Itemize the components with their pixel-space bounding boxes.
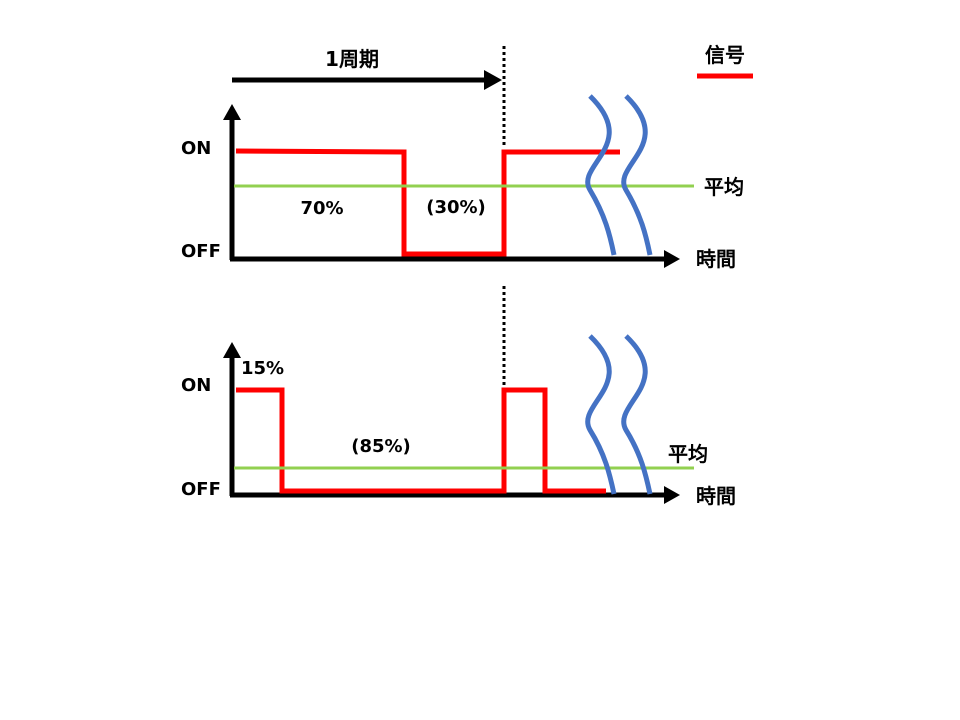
top-break-mark-right [621,94,653,256]
bottom-off-label: OFF [181,479,221,500]
top-on-percent: 70% [300,198,343,219]
bottom-time-label: 時間 [696,484,736,508]
bottom-signal-waveform [236,387,606,494]
top-break-mark-left [585,94,617,256]
bottom-break-mark-left [585,334,617,495]
top-off-label: OFF [181,241,221,262]
top-signal-waveform [235,148,620,257]
period-arrow-head [484,70,502,90]
bottom-on-label: ON [181,375,211,396]
top-y-axis-arrow [223,104,241,120]
top-time-label: 時間 [696,247,736,271]
bottom-average-label: 平均 [668,442,708,466]
bottom-x-axis-arrow [664,486,680,504]
bottom-y-axis-arrow [223,342,241,358]
top-diagram: ON OFF 70% (30%) 平均 時間 [181,94,744,271]
bottom-off-percent: (85%) [351,436,411,457]
top-average-label: 平均 [704,175,744,199]
top-on-label: ON [181,138,211,159]
bottom-diagram: ON OFF 15% (85%) 平均 時間 [181,334,736,508]
bottom-break-mark-right [621,334,653,495]
top-off-percent: (30%) [426,197,486,218]
top-x-axis-arrow [664,250,680,268]
period-label: 1周期 [325,47,379,71]
legend-label: 信号 [705,43,745,67]
bottom-on-percent: 15% [241,358,284,379]
